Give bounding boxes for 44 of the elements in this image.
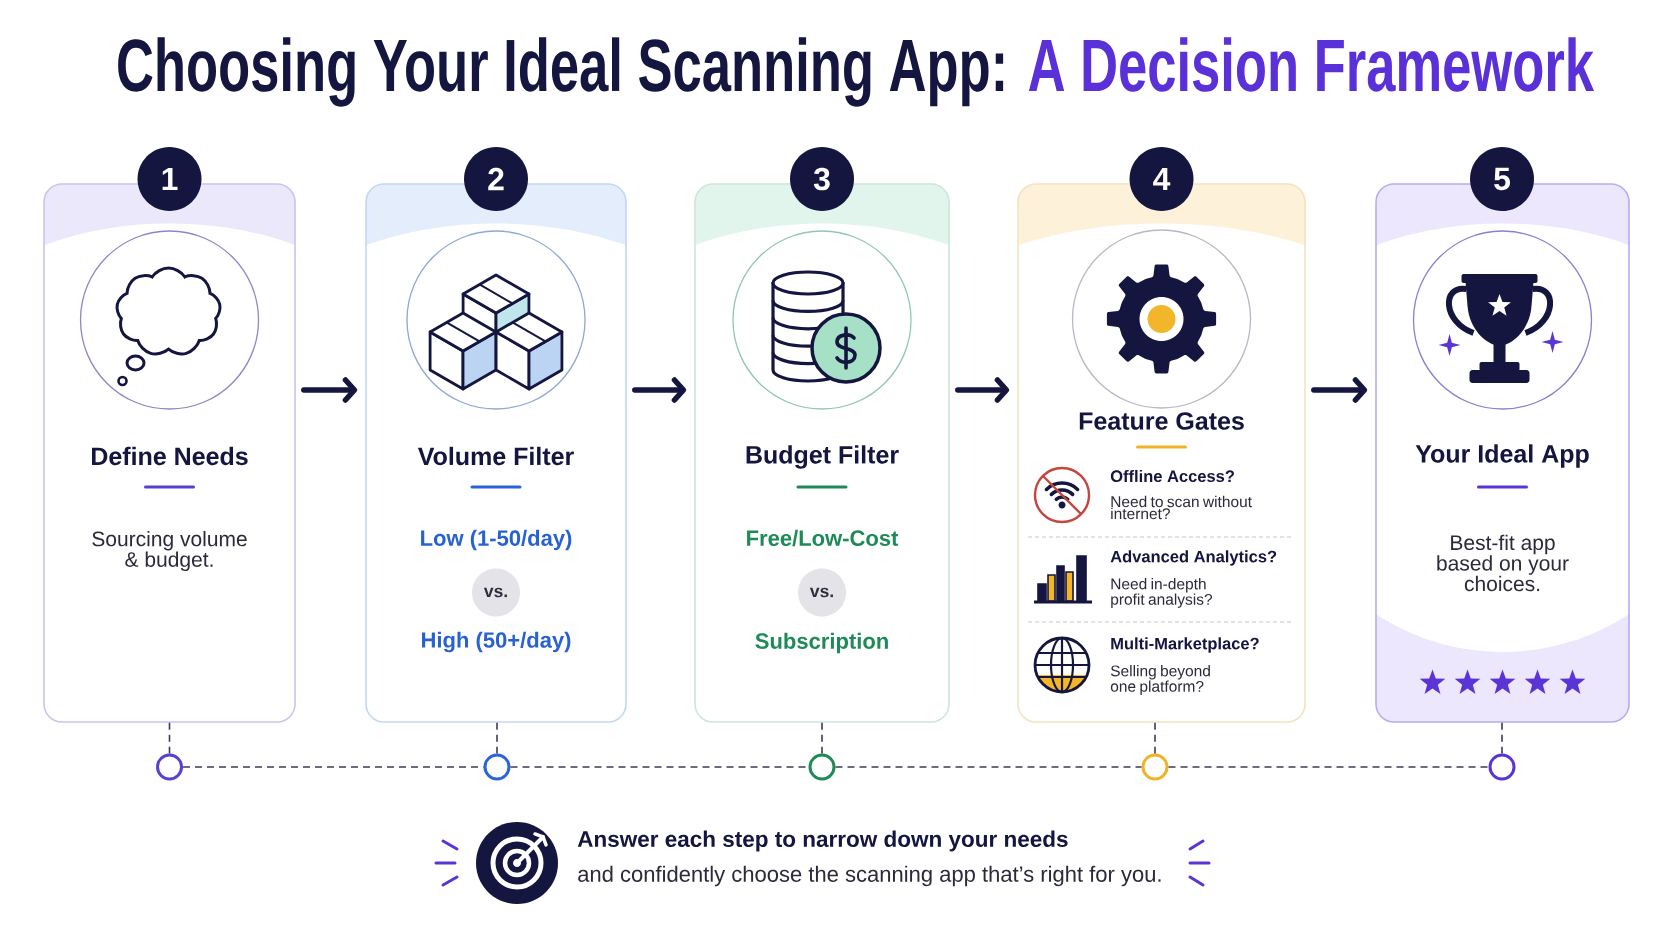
arrow [1311, 377, 1368, 403]
step-description: Best-fit app based on your choices. [1437, 534, 1569, 592]
option-label: High (50+/day) [422, 631, 571, 653]
feature-description: Need in-depth profit analysis? [1111, 578, 1213, 608]
step-number-badge: 5 [1470, 147, 1534, 211]
step-number-badge: 4 [1129, 147, 1194, 211]
step-title: Volume Filter [417, 446, 574, 466]
option-label: Free/Low-Cost [747, 529, 899, 547]
timeline-marker [1141, 753, 1169, 781]
feature-title: Multi-Marketplace? [1111, 637, 1259, 653]
dashed-line [1154, 722, 1156, 755]
dashed-line [1167, 766, 1490, 768]
step-title: Define Needs [92, 446, 248, 466]
dashed-line [168, 722, 171, 755]
vs-badge: vs. [798, 568, 846, 617]
note-heading: Answer each step to narrow down your needs [577, 830, 1068, 852]
feature-description: Selling beyond one platform? [1110, 665, 1210, 695]
feature-title: Offline Access? [1110, 469, 1234, 483]
timeline-marker [808, 753, 836, 781]
step-description: Sourcing volume & budget. [92, 530, 247, 572]
step-title: Your Ideal App [1415, 444, 1589, 468]
option-label: Low (1-50/day) [421, 529, 572, 551]
dashed-line [496, 722, 498, 755]
arrow [955, 377, 1010, 403]
dashed-line [1501, 722, 1503, 755]
dashed-line [821, 722, 823, 755]
option-label: Subscription [755, 632, 888, 654]
vs-badge: vs. [472, 568, 520, 617]
timeline-marker [483, 753, 511, 781]
feature-title: Advanced Analytics? [1110, 550, 1277, 566]
arrow [301, 377, 358, 403]
step-number-badge: 3 [790, 147, 854, 211]
dashed-line [834, 766, 1143, 768]
dashed-line [182, 766, 485, 768]
arrow [632, 377, 687, 403]
timeline-marker [156, 753, 183, 781]
step-title: Budget Filter [746, 445, 899, 469]
note-text: and confidently choose the scanning app that’s right for you. [578, 865, 1161, 887]
title: Choosing Your Ideal Scanning App: A Decision Framework [118, 37, 1595, 107]
step-number-badge: 1 [137, 147, 202, 211]
feature-description: Need to scan without internet? [1111, 495, 1252, 520]
step-title: Feature Gates [1079, 412, 1244, 430]
timeline-marker [1488, 753, 1516, 781]
step-number-badge: 2 [464, 147, 528, 211]
